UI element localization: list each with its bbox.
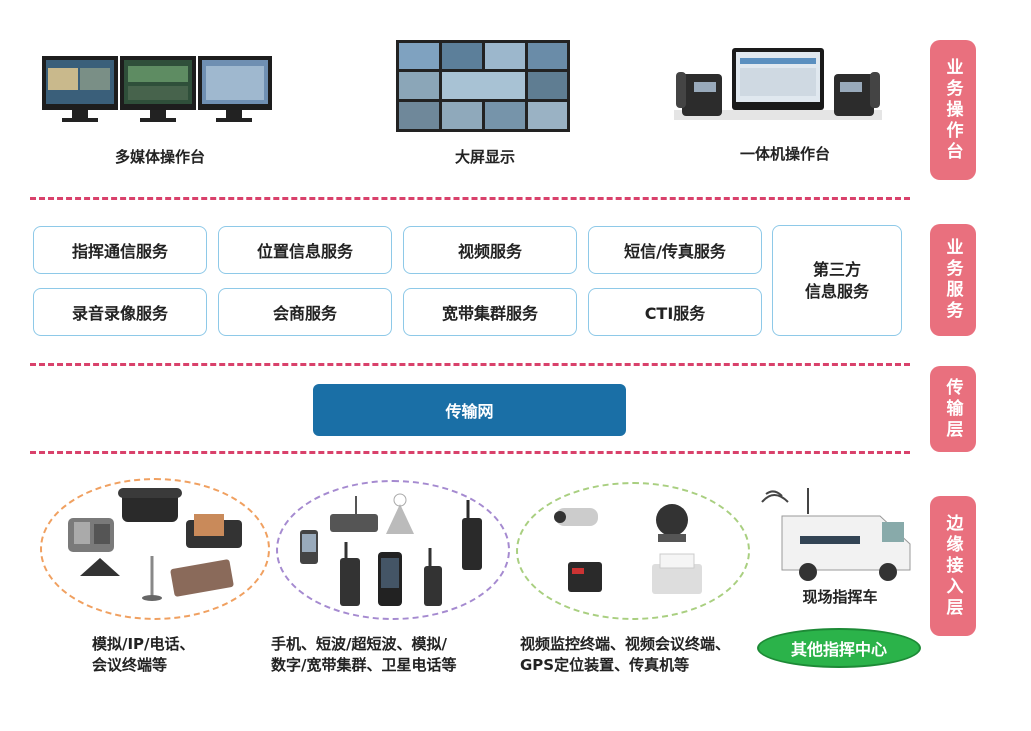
service-third-party: 第三方 信息服务 bbox=[772, 225, 902, 336]
broadband-terminal-icon bbox=[378, 552, 402, 606]
desk-phone-icon bbox=[118, 488, 182, 522]
phones-group-oval bbox=[40, 478, 270, 620]
radios-group-caption: 手机、短波/超短波、模拟/ 数字/宽带集群、卫星电话等 bbox=[271, 635, 457, 674]
service-cti: CTI服务 bbox=[588, 288, 762, 336]
layer-tag-edge-label: 边缘接入层 bbox=[942, 513, 963, 619]
layer-tag-service: 业务服务 bbox=[930, 224, 976, 336]
service-command-comm: 指挥通信服务 bbox=[33, 226, 207, 274]
video-group-icons bbox=[546, 494, 726, 610]
layer-tag-edge: 边缘接入层 bbox=[930, 496, 976, 636]
digital-radio-icon bbox=[340, 542, 360, 606]
all-in-one-console-image bbox=[674, 46, 882, 124]
surveillance-camera-icon bbox=[554, 508, 598, 526]
ip-phone-icon bbox=[68, 518, 114, 552]
ptz-camera-icon bbox=[656, 504, 688, 542]
service-video: 视频服务 bbox=[403, 226, 577, 274]
transport-network-bar: 传输网 bbox=[313, 384, 626, 436]
all-in-one-console-label: 一体机操作台 bbox=[739, 145, 830, 163]
gps-device-icon bbox=[568, 562, 602, 592]
conference-phone-icon bbox=[80, 558, 120, 576]
layer-tag-transport: 传输层 bbox=[930, 366, 976, 452]
phones-group-caption: 模拟/IP/电话、 会议终端等 bbox=[92, 635, 195, 674]
satellite-antenna-icon bbox=[386, 493, 414, 534]
big-screen-label: 大屏显示 bbox=[454, 148, 515, 166]
command-vehicle-image bbox=[760, 486, 920, 586]
radios-group-icons bbox=[296, 486, 496, 612]
command-vehicle-label: 现场指挥车 bbox=[802, 588, 878, 606]
layer-tag-operation: 业务操作台 bbox=[930, 40, 976, 180]
service-location-info: 位置信息服务 bbox=[218, 226, 392, 274]
satellite-phone-icon bbox=[424, 548, 442, 606]
service-recording: 录音录像服务 bbox=[33, 288, 207, 336]
separator-1 bbox=[30, 197, 910, 200]
video-phone-icon bbox=[186, 514, 242, 548]
service-consultation: 会商服务 bbox=[218, 288, 392, 336]
layer-tag-service-label: 业务服务 bbox=[942, 238, 963, 322]
multimedia-console-label: 多媒体操作台 bbox=[114, 148, 205, 166]
other-command-center-badge: 其他指挥中心 bbox=[757, 628, 921, 668]
mixer-icon bbox=[170, 559, 234, 597]
microphone-icon bbox=[142, 556, 162, 601]
big-screen-image bbox=[396, 40, 570, 132]
service-broadband-trunking: 宽带集群服务 bbox=[403, 288, 577, 336]
layer-tag-transport-label: 传输层 bbox=[942, 377, 963, 441]
radios-group-oval bbox=[276, 480, 510, 620]
separator-2 bbox=[30, 363, 910, 366]
separator-3 bbox=[30, 451, 910, 454]
phones-group-icons bbox=[60, 486, 250, 608]
layer-tag-operation-label: 业务操作台 bbox=[942, 57, 963, 163]
multimedia-console-image bbox=[42, 48, 272, 128]
video-group-caption: 视频监控终端、视频会议终端、 GPS定位装置、传真机等 bbox=[520, 635, 731, 674]
radio-base-station-icon bbox=[330, 496, 378, 532]
handheld-radio-icon bbox=[462, 500, 482, 570]
service-sms-fax: 短信/传真服务 bbox=[588, 226, 762, 274]
fax-machine-icon bbox=[652, 553, 702, 594]
video-group-oval bbox=[516, 482, 750, 620]
mobile-phone-icon bbox=[300, 530, 318, 564]
